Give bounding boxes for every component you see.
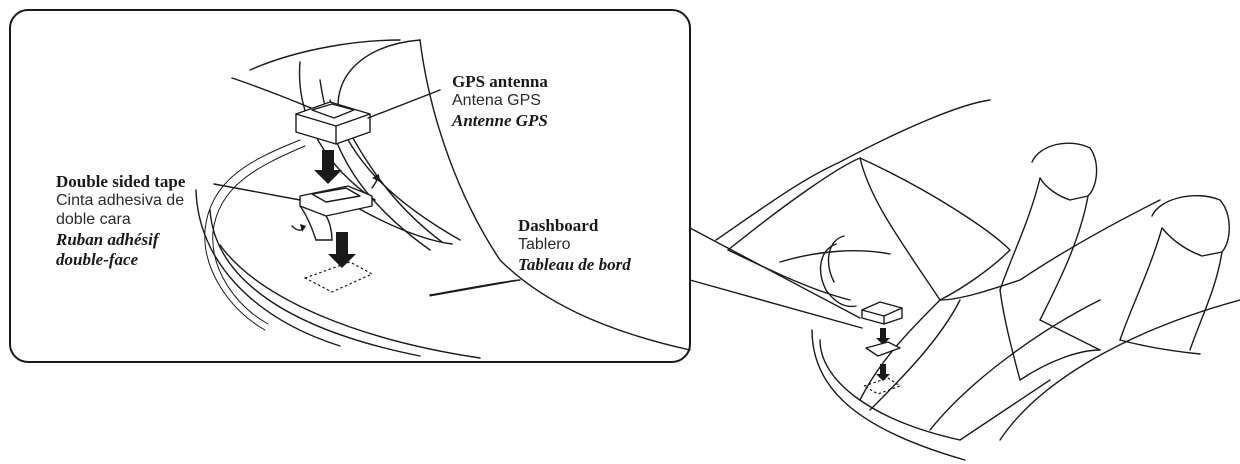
mounting-area-outline [303, 261, 374, 293]
detail-panel [9, 9, 691, 363]
press-arrows [291, 150, 380, 268]
double-sided-tape-label-en: Double sided tape [56, 172, 186, 191]
gps-antenna-label-es: Antena GPS [452, 92, 541, 110]
zoom-leader-lines [689, 227, 863, 329]
gps-antenna-overview [861, 301, 903, 395]
gps-antenna-label-fr: Antenne GPS [452, 110, 548, 130]
dashboard-label-es: Tablero [518, 236, 571, 254]
gps-antenna-callout: GPS antenna Antena GPS Antenne GPS [452, 72, 548, 131]
callout-leader-lines [429, 279, 521, 297]
double-sided-tape-label-fr-1: Ruban adhésif [56, 229, 159, 249]
double-sided-tape-label-es-1: Cinta adhesiva de [56, 192, 185, 210]
double-sided-tape-callout: Double sided tape Cinta adhesiva de dobl… [56, 172, 185, 270]
double-sided-tape-label-fr-2: double-face [56, 249, 139, 269]
dashboard-callout: Dashboard Tablero Tableau de bord [518, 216, 631, 275]
gps-antenna-label-en: GPS antenna [452, 72, 548, 91]
dashboard-label-en: Dashboard [518, 216, 599, 235]
double-sided-tape-label-es-2: doble cara [56, 210, 131, 228]
gps-antenna-detail [295, 89, 441, 145]
dashboard-label-fr: Tableau de bord [518, 254, 631, 274]
car-interior-overview [715, 99, 1240, 461]
double-sided-tape-detail [213, 183, 373, 241]
